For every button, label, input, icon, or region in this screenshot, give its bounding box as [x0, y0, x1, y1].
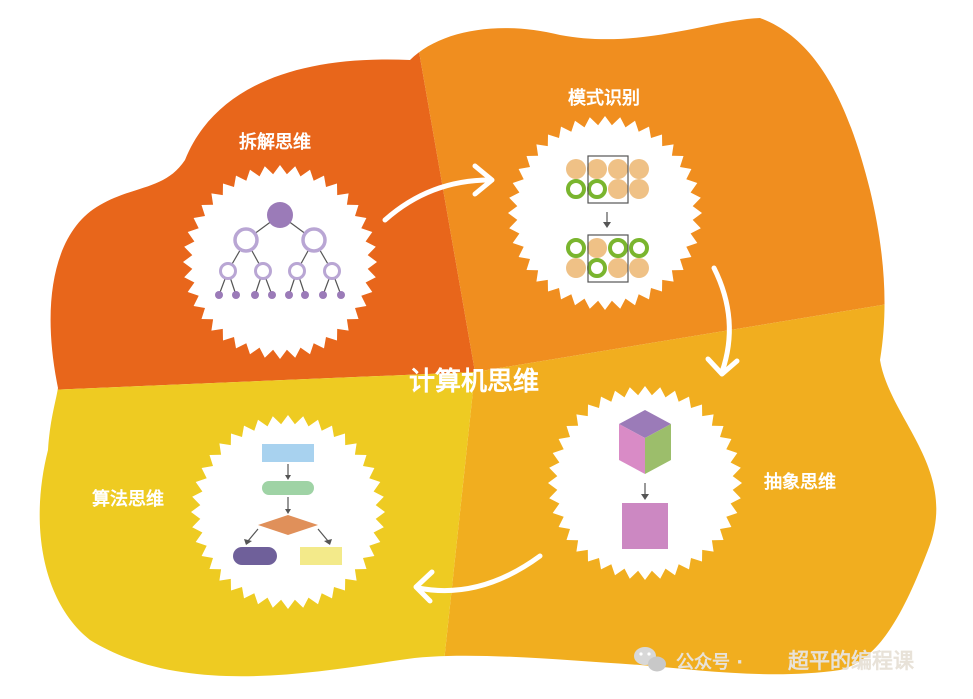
watermark-prefix: 公众号 · — [676, 651, 743, 673]
tree-nodes — [215, 202, 345, 299]
label-algorithm: 算法思维 — [92, 488, 164, 510]
watermark-name: 超平的编程课 — [788, 649, 915, 673]
arrow-abstraction-to-algorithm — [415, 553, 543, 593]
cycle-arrows — [382, 163, 740, 604]
watermark: 公众号 · 超平的编程课 — [634, 647, 915, 673]
badge-pattern — [508, 116, 702, 310]
badge-decomposition — [183, 165, 377, 359]
label-pattern: 模式识别 — [568, 87, 640, 109]
cube-icon — [619, 410, 671, 474]
flowchart-icon — [233, 444, 342, 565]
pattern-bottom-grid — [566, 234, 649, 283]
label-decomposition: 拆解思维 — [239, 131, 311, 153]
abstraction-arrow-icon — [641, 483, 649, 500]
pattern-top-grid — [566, 155, 649, 204]
wechat-icon — [634, 647, 666, 672]
label-abstraction: 抽象思维 — [764, 471, 836, 493]
arrow-decomposition-to-pattern — [382, 177, 493, 223]
circle-pattern-grid-icon — [566, 155, 649, 283]
center-title: 计算机思维 — [409, 366, 539, 397]
square-icon — [622, 503, 668, 549]
arrow-pattern-to-abstraction — [711, 265, 732, 375]
